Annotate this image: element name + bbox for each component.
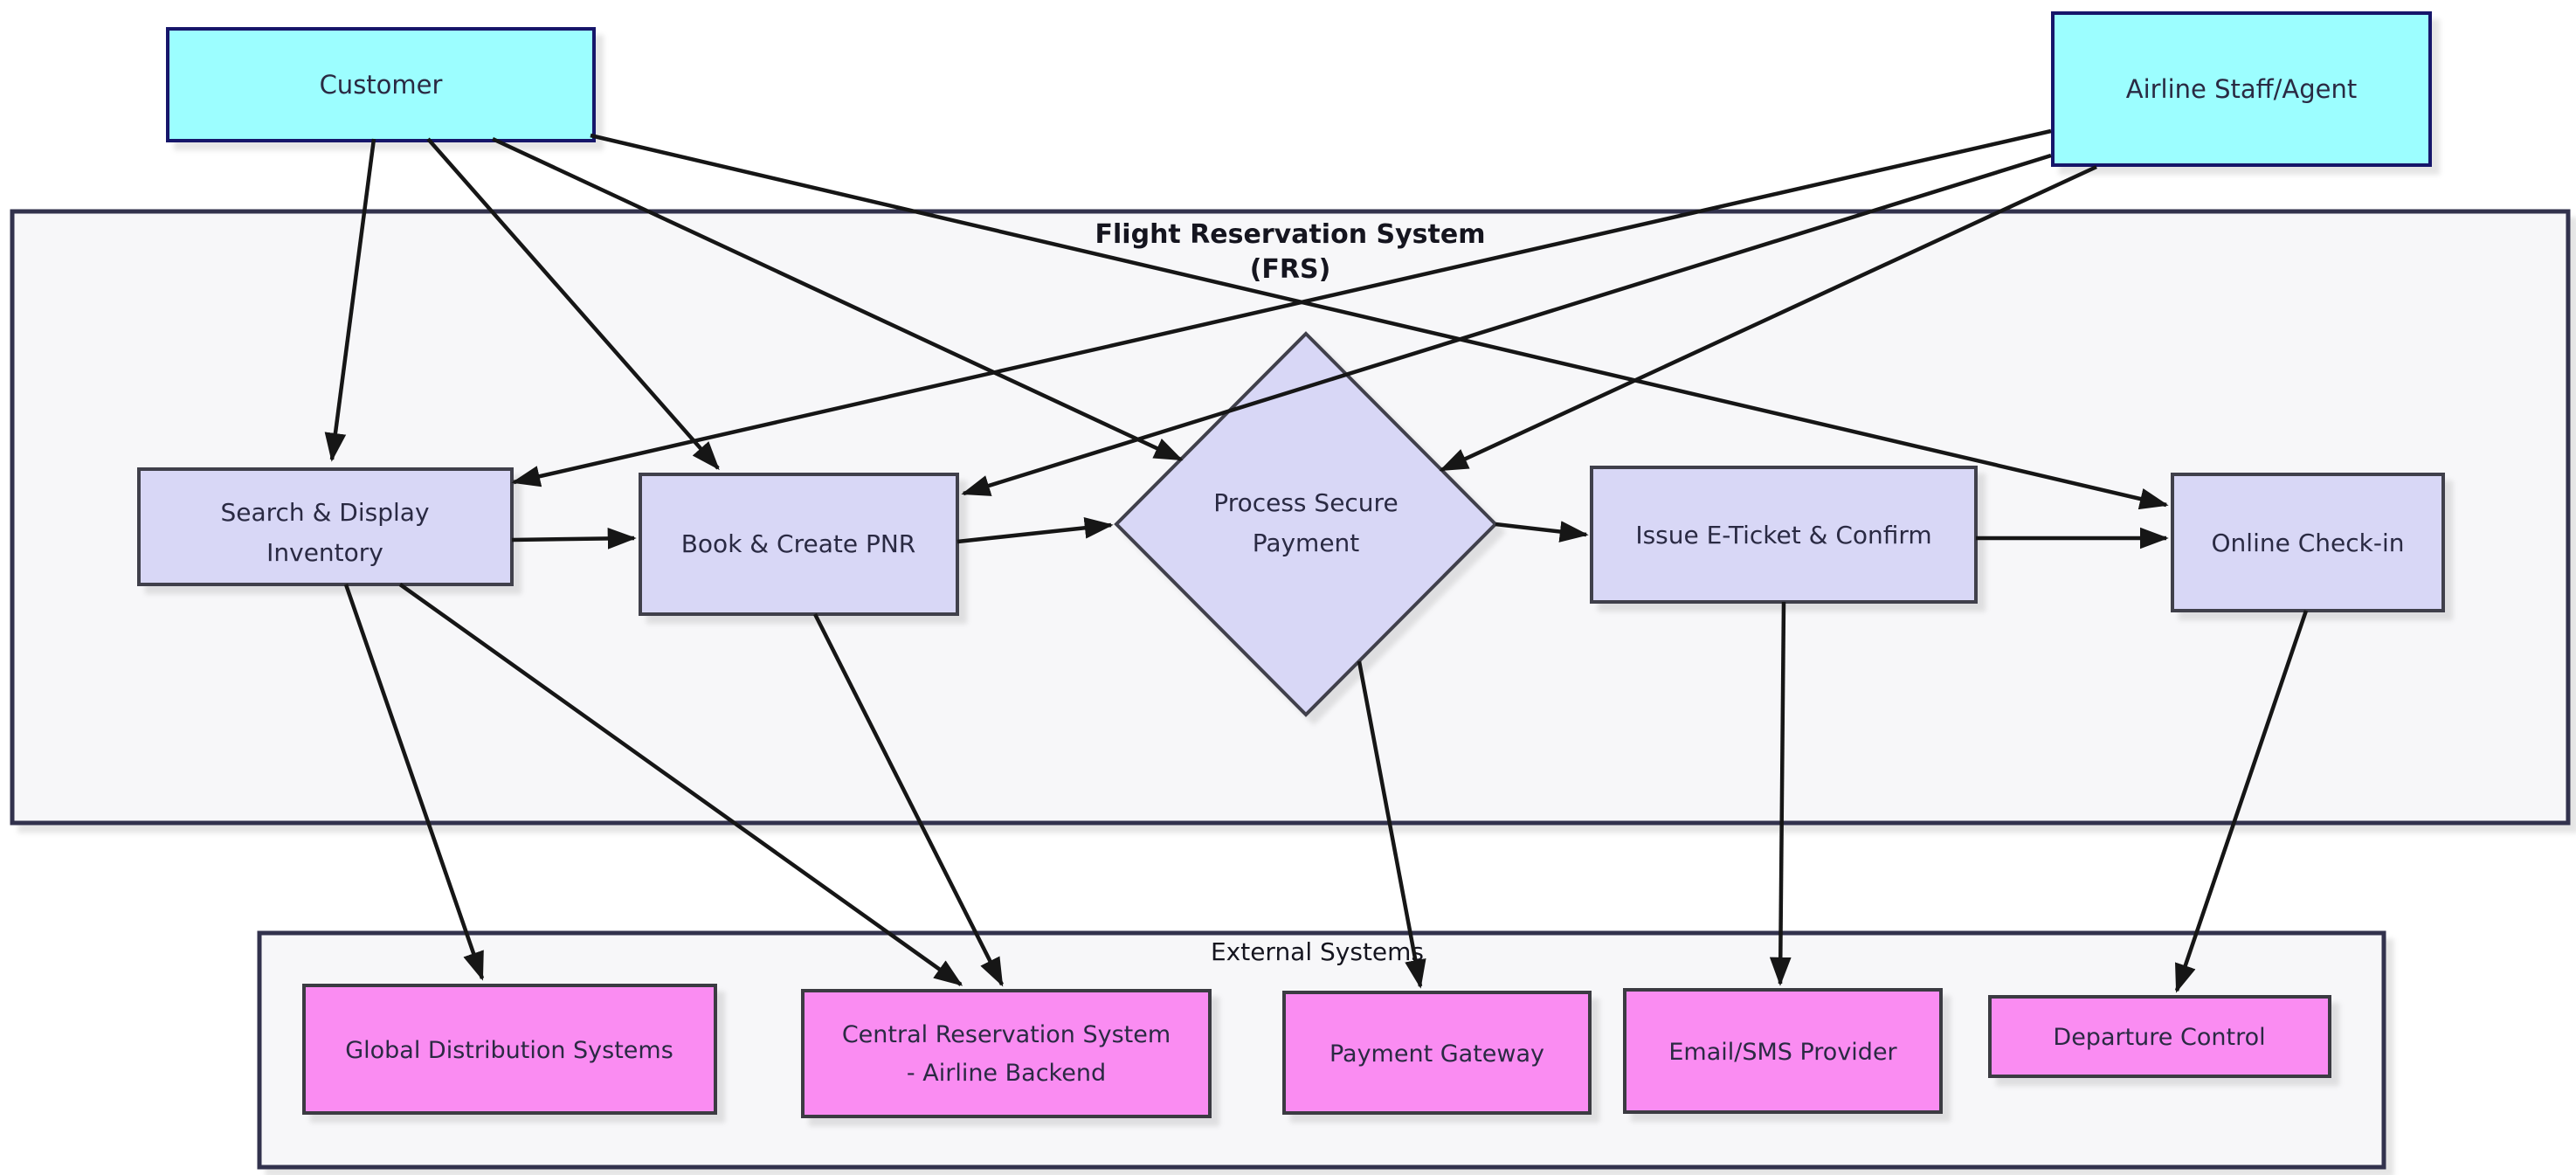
edge-payment-eticket — [1495, 521, 1589, 543]
crs-box — [801, 989, 1212, 1118]
edge-customer-payment — [492, 136, 1184, 462]
process-payment-label-line1: Process Secure — [1213, 488, 1398, 517]
online-checkin-label: Online Check-in — [2212, 529, 2405, 557]
email-sms-box — [1623, 988, 1943, 1114]
node-online-checkin: Online Check-in — [2171, 473, 2445, 612]
airline-staff-box — [2051, 11, 2432, 167]
node-central-reservation-system: Central Reservation System - Airline Bac… — [801, 989, 1212, 1118]
book-create-pnr-box — [639, 473, 959, 616]
external-title: External Systems — [1211, 937, 1424, 966]
edge-staff-search — [511, 128, 2052, 487]
airline-staff-label: Airline Staff/Agent — [2126, 74, 2358, 104]
customer-label: Customer — [320, 70, 443, 100]
process-payment-label-line2: Payment — [1253, 529, 1360, 557]
node-book-create-pnr: Book & Create PNR — [639, 473, 959, 616]
edge-customer-checkin — [590, 133, 2169, 510]
node-global-distribution-systems: Global Distribution Systems — [302, 984, 717, 1115]
edge-search-book — [511, 528, 637, 549]
search-display-box — [137, 467, 514, 586]
customer-box — [166, 27, 596, 142]
edge-book-payment — [957, 516, 1114, 544]
node-email-sms-provider: Email/SMS Provider — [1623, 988, 1943, 1114]
search-display-label-line2: Inventory — [266, 538, 383, 567]
issue-eticket-box — [1590, 466, 1978, 604]
gds-box — [302, 984, 717, 1115]
edge-search-gds — [343, 584, 485, 981]
node-search-display-inventory: Search & Display Inventory — [137, 467, 514, 586]
edge-search-crs — [398, 583, 963, 986]
node-airline-staff: Airline Staff/Agent — [2051, 11, 2432, 167]
node-payment-gateway: Payment Gateway — [1282, 991, 1592, 1115]
edge-eticket-email — [1769, 601, 1792, 986]
email-sms-label: Email/SMS Provider — [1668, 1039, 1897, 1066]
node-issue-eticket: Issue E-Ticket & Confirm — [1590, 466, 1978, 604]
edge-checkin-departure — [2174, 610, 2309, 993]
departure-control-box — [1988, 995, 2331, 1078]
frs-title-line1: Flight Reservation System — [1095, 219, 1486, 250]
edges — [324, 128, 2309, 993]
crs-label-line2: - Airline Backend — [907, 1060, 1106, 1087]
edge-customer-book — [426, 137, 720, 471]
online-checkin-box — [2171, 473, 2445, 612]
edge-staff-book — [961, 153, 2052, 496]
node-customer: Customer — [166, 27, 596, 142]
gds-label: Global Distribution Systems — [345, 1037, 673, 1064]
node-departure-control: Departure Control — [1988, 995, 2331, 1078]
edge-book-crs — [812, 612, 1005, 987]
frs-title-line2: (FRS) — [1250, 254, 1331, 285]
book-create-pnr-label: Book & Create PNR — [681, 529, 916, 558]
payment-gateway-box — [1282, 991, 1592, 1115]
edge-staff-payment — [1439, 164, 2097, 473]
edge-payment-gateway — [1357, 660, 1426, 989]
search-display-label-line1: Search & Display — [220, 498, 429, 527]
edge-customer-search — [324, 138, 376, 462]
node-process-secure-payment: Process Secure Payment — [1114, 331, 1498, 717]
crs-label-line1: Central Reservation System — [842, 1021, 1171, 1048]
issue-eticket-label: Issue E-Ticket & Confirm — [1635, 521, 1931, 549]
payment-gateway-label: Payment Gateway — [1329, 1040, 1544, 1068]
departure-control-label: Departure Control — [2053, 1024, 2265, 1051]
